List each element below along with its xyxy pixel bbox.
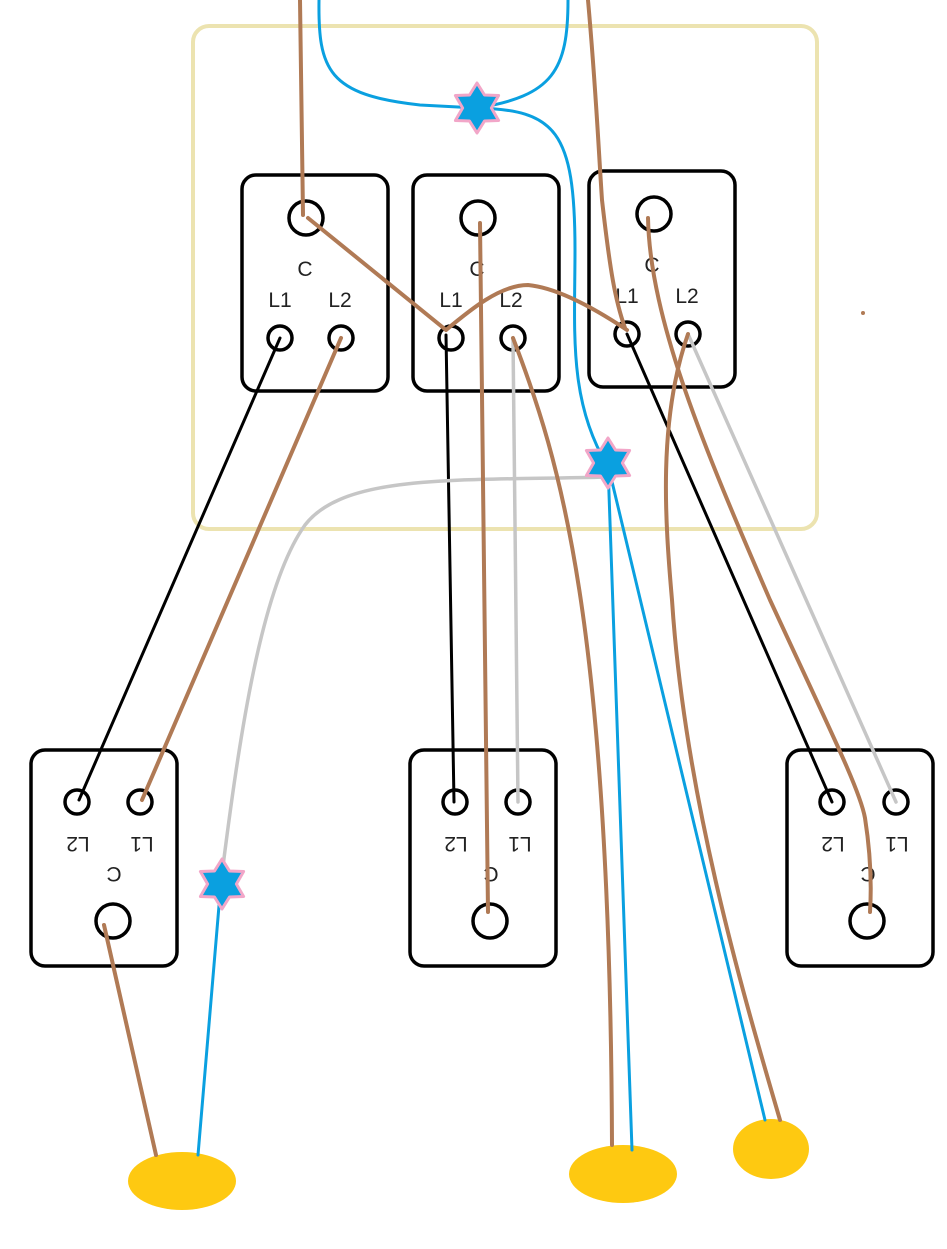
brown-wire xyxy=(444,283,629,332)
label-l2: L2 xyxy=(328,289,351,312)
switch-plate xyxy=(408,748,558,968)
label-l1: L1 xyxy=(885,832,908,855)
switch-top-middle: C L1 L2 xyxy=(411,173,561,393)
blue-wire xyxy=(317,0,479,110)
label-l2: L2 xyxy=(444,832,467,855)
brown-wire xyxy=(140,336,343,802)
switch-bottom-middle: L2 L1 C xyxy=(408,748,558,968)
label-common: C xyxy=(297,258,312,281)
black-wire xyxy=(77,336,282,802)
switch-enclosure xyxy=(191,24,819,531)
black-wire xyxy=(625,332,834,804)
switch-plate xyxy=(587,169,737,389)
brown-wire xyxy=(298,0,305,217)
blue-wire xyxy=(475,106,609,467)
stray-mark xyxy=(861,311,865,315)
terminal-common[interactable] xyxy=(471,902,509,940)
switch-top-right: C L1 L2 xyxy=(587,169,737,389)
label-l2: L2 xyxy=(675,285,698,308)
lamp-icon xyxy=(128,1152,236,1210)
brown-wire xyxy=(102,923,158,1157)
label-l1: L1 xyxy=(615,285,638,308)
label-l1: L1 xyxy=(508,832,531,855)
label-l2: L2 xyxy=(66,832,89,855)
brown-wire xyxy=(306,216,448,332)
star-connector-icon[interactable] xyxy=(584,436,632,490)
switch-plate xyxy=(411,173,561,393)
lamp-icon xyxy=(569,1145,677,1203)
switch-top-left: C L1 L2 xyxy=(240,173,390,393)
blue-wire xyxy=(606,463,767,1122)
label-l1: L1 xyxy=(130,832,153,855)
star-connector-icon[interactable] xyxy=(453,81,501,135)
terminal-common[interactable] xyxy=(459,199,497,237)
brown-wire xyxy=(478,221,490,914)
blue-wire xyxy=(475,0,570,110)
label-l2: L2 xyxy=(821,832,844,855)
blue-wire xyxy=(606,463,634,1152)
label-l1: L1 xyxy=(268,289,291,312)
lamp-icon xyxy=(733,1119,809,1179)
label-l1: L1 xyxy=(439,289,462,312)
black-wire xyxy=(444,333,456,804)
brown-wire xyxy=(663,332,782,1122)
grey-wire xyxy=(511,336,520,804)
grey-wire xyxy=(686,332,898,804)
terminal-common[interactable] xyxy=(635,195,673,233)
terminal-l1[interactable] xyxy=(126,788,154,816)
label-l2: L2 xyxy=(499,289,522,312)
label-common: C xyxy=(106,862,121,885)
star-connector-icon[interactable] xyxy=(198,857,246,911)
brown-wire xyxy=(586,0,627,330)
brown-wire xyxy=(511,336,614,1147)
blue-wire xyxy=(196,880,223,1157)
brown-wire xyxy=(646,216,873,914)
label-common: C xyxy=(860,862,875,885)
terminal-l2[interactable] xyxy=(63,788,91,816)
switch-plate xyxy=(785,748,935,968)
switch-bottom-left: L2 L1 C xyxy=(29,748,179,968)
terminal-common[interactable] xyxy=(848,902,886,940)
terminal-common[interactable] xyxy=(94,902,132,940)
grey-wire xyxy=(219,475,609,884)
switch-plate xyxy=(29,748,179,968)
switch-bottom-right: L2 L1 C xyxy=(785,748,935,968)
